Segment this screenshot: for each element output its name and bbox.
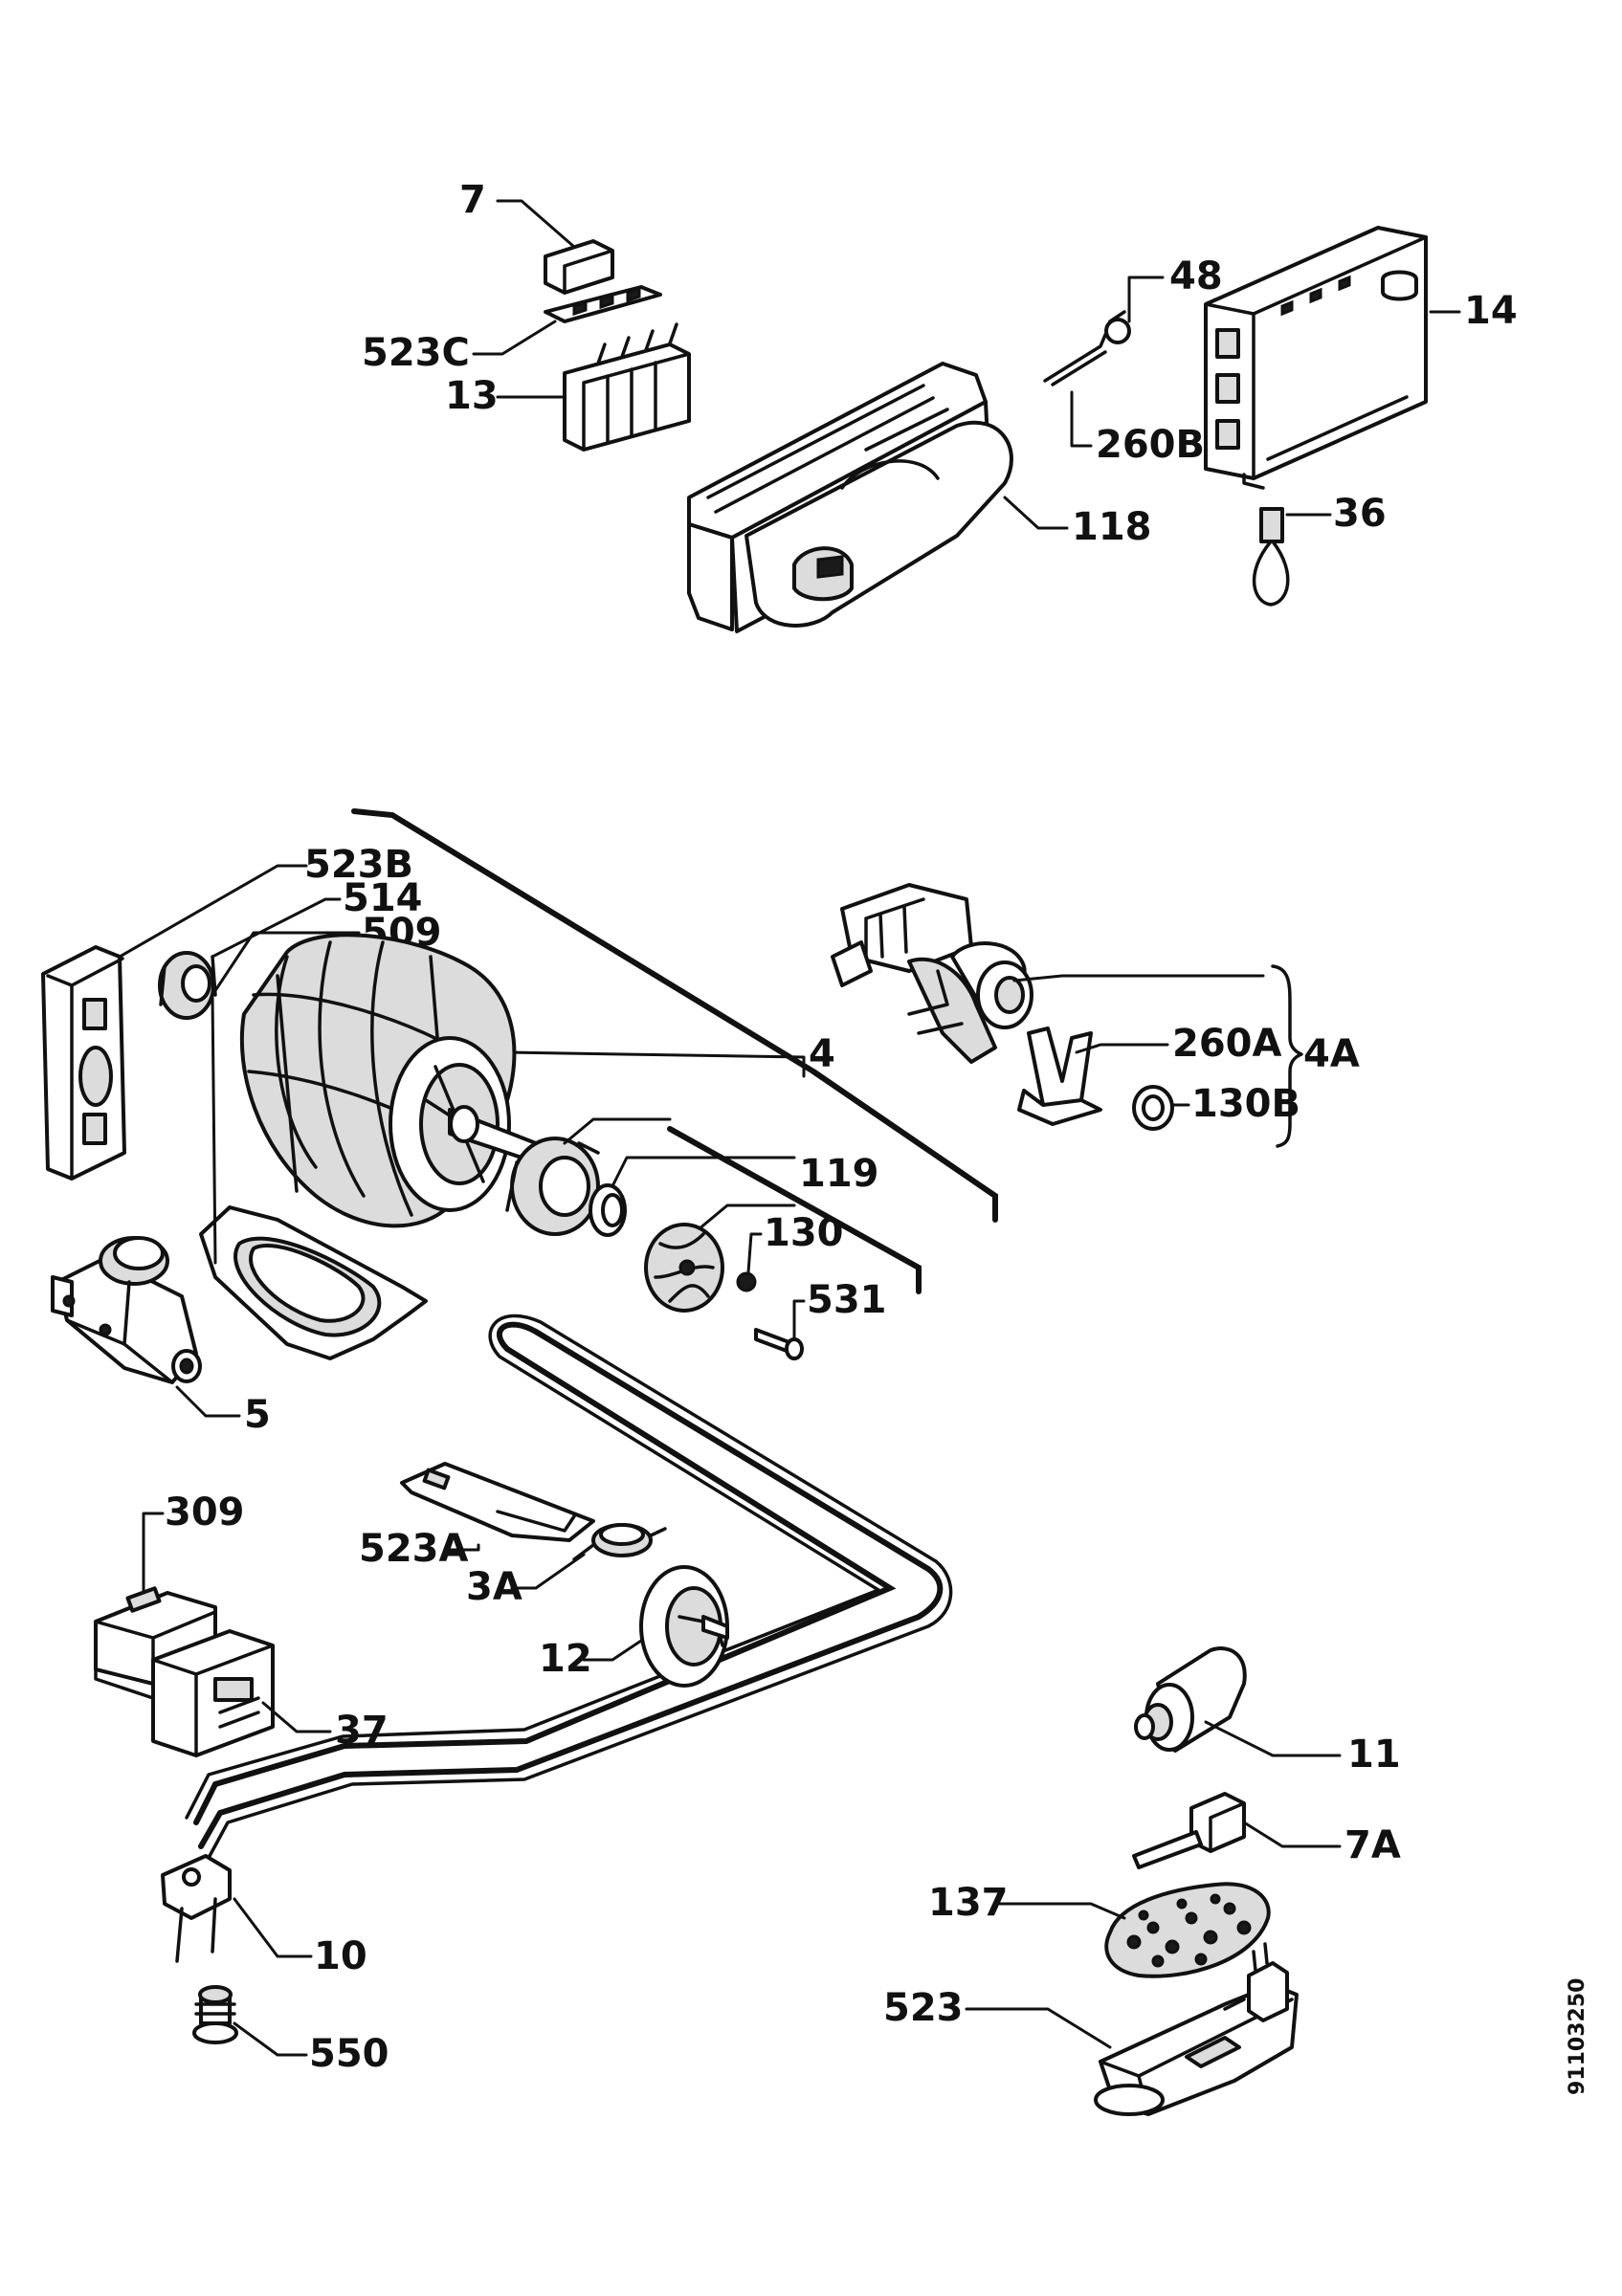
leader-10 [233, 1897, 313, 1958]
label-36: 36 [1333, 492, 1387, 536]
part-48-sensor [1104, 310, 1131, 344]
leader-509 [211, 931, 361, 1265]
part-14-control-module [1204, 226, 1428, 490]
part-11-capacitor [1134, 1646, 1247, 1753]
part-260A-bracket [1017, 1027, 1102, 1126]
label-118: 118 [1072, 505, 1152, 549]
label-260A: 260A [1172, 1022, 1281, 1066]
label-130B: 130B [1191, 1082, 1300, 1126]
label-309: 309 [165, 1490, 245, 1534]
leader-5 [175, 1385, 241, 1418]
leader-119c [697, 1203, 796, 1231]
label-37: 37 [335, 1709, 389, 1753]
leader-7A [1242, 1821, 1342, 1848]
label-7: 7 [459, 178, 486, 222]
part-5-valve [51, 1236, 202, 1384]
part-130B-o-ring [1132, 1085, 1174, 1131]
leader-4A-top [1012, 974, 1265, 982]
leader-531 [792, 1299, 806, 1341]
part-550-bushing [192, 1985, 238, 2044]
leader-260B [1070, 390, 1093, 448]
part-523-housing [1094, 1942, 1299, 2116]
label-10: 10 [314, 1934, 367, 1978]
label-514: 514 [343, 876, 423, 920]
part-130-washer [736, 1271, 757, 1292]
leader-523B [118, 864, 308, 959]
part-3A-thermostat [572, 1523, 667, 1561]
part-531-screw [754, 1328, 804, 1360]
label-4A: 4A [1303, 1032, 1360, 1076]
leader-550 [233, 2021, 308, 2057]
part-509-mounting-plate [199, 1205, 428, 1360]
label-523A: 523A [359, 1527, 468, 1571]
label-5: 5 [244, 1393, 271, 1437]
label-13: 13 [445, 374, 499, 418]
label-7A: 7A [1344, 1823, 1401, 1867]
label-531: 531 [807, 1278, 887, 1322]
label-3A: 3A [466, 1565, 522, 1609]
part-36-plug [1252, 507, 1290, 607]
label-130: 130 [764, 1211, 844, 1255]
part-118-detergent-dispenser [687, 362, 1013, 633]
part-13-switch-block [563, 322, 691, 452]
label-4: 4 [809, 1032, 835, 1076]
part-523C-terminal-strip [544, 285, 662, 323]
leader-119a [563, 1117, 672, 1145]
label-523B: 523B [304, 843, 413, 887]
assembly-4-bracket [351, 808, 998, 1223]
leader-523C [472, 320, 557, 356]
part-523B-cover-plate [41, 945, 126, 1181]
part-119-seal [505, 1137, 627, 1237]
part-4A-pressure-switch [831, 883, 1033, 1064]
label-11: 11 [1347, 1733, 1401, 1777]
part-37-relay [94, 1629, 275, 1757]
label-523: 523 [883, 1986, 964, 2030]
leader-130 [746, 1232, 763, 1274]
leader-119b [611, 1156, 796, 1188]
assembly-119-bracket [667, 1126, 922, 1294]
drawing-number: 91103250 [1566, 1978, 1589, 2095]
part-260B-wire-clip [1043, 333, 1107, 386]
leader-137 [998, 1902, 1126, 1920]
leader-260A [1075, 1043, 1169, 1054]
leader-11 [1204, 1720, 1342, 1757]
part-514-grommet [158, 951, 217, 1020]
label-550: 550 [309, 2032, 389, 2076]
leader-48 [1127, 276, 1165, 323]
leader-309 [142, 1512, 165, 1595]
label-119: 119 [799, 1152, 879, 1196]
label-12: 12 [539, 1637, 592, 1681]
part-10-heating-element [161, 1314, 953, 1963]
part-impeller [644, 1223, 724, 1313]
leader-523A [448, 1543, 480, 1552]
label-260B: 260B [1096, 423, 1205, 467]
leader-7 [496, 199, 576, 249]
part-137-filter [1104, 1882, 1271, 1978]
part-7-connector [544, 239, 614, 295]
part-4-pump-motor [239, 933, 538, 1228]
brace-4A [1271, 964, 1303, 1148]
leader-118 [1003, 496, 1069, 530]
part-523A-plate [400, 1462, 595, 1542]
part-12-air-chamber [639, 1565, 729, 1688]
label-137: 137 [928, 1881, 1009, 1925]
leader-12 [582, 1639, 643, 1662]
leader-4 [505, 1050, 806, 1078]
leader-3A [510, 1553, 586, 1590]
leader-523 [965, 2007, 1112, 2049]
label-48: 48 [1169, 254, 1223, 298]
leader-37 [261, 1701, 332, 1733]
label-523C: 523C [362, 331, 470, 375]
part-7A-micro-switch [1132, 1792, 1246, 1869]
label-14: 14 [1464, 289, 1518, 333]
